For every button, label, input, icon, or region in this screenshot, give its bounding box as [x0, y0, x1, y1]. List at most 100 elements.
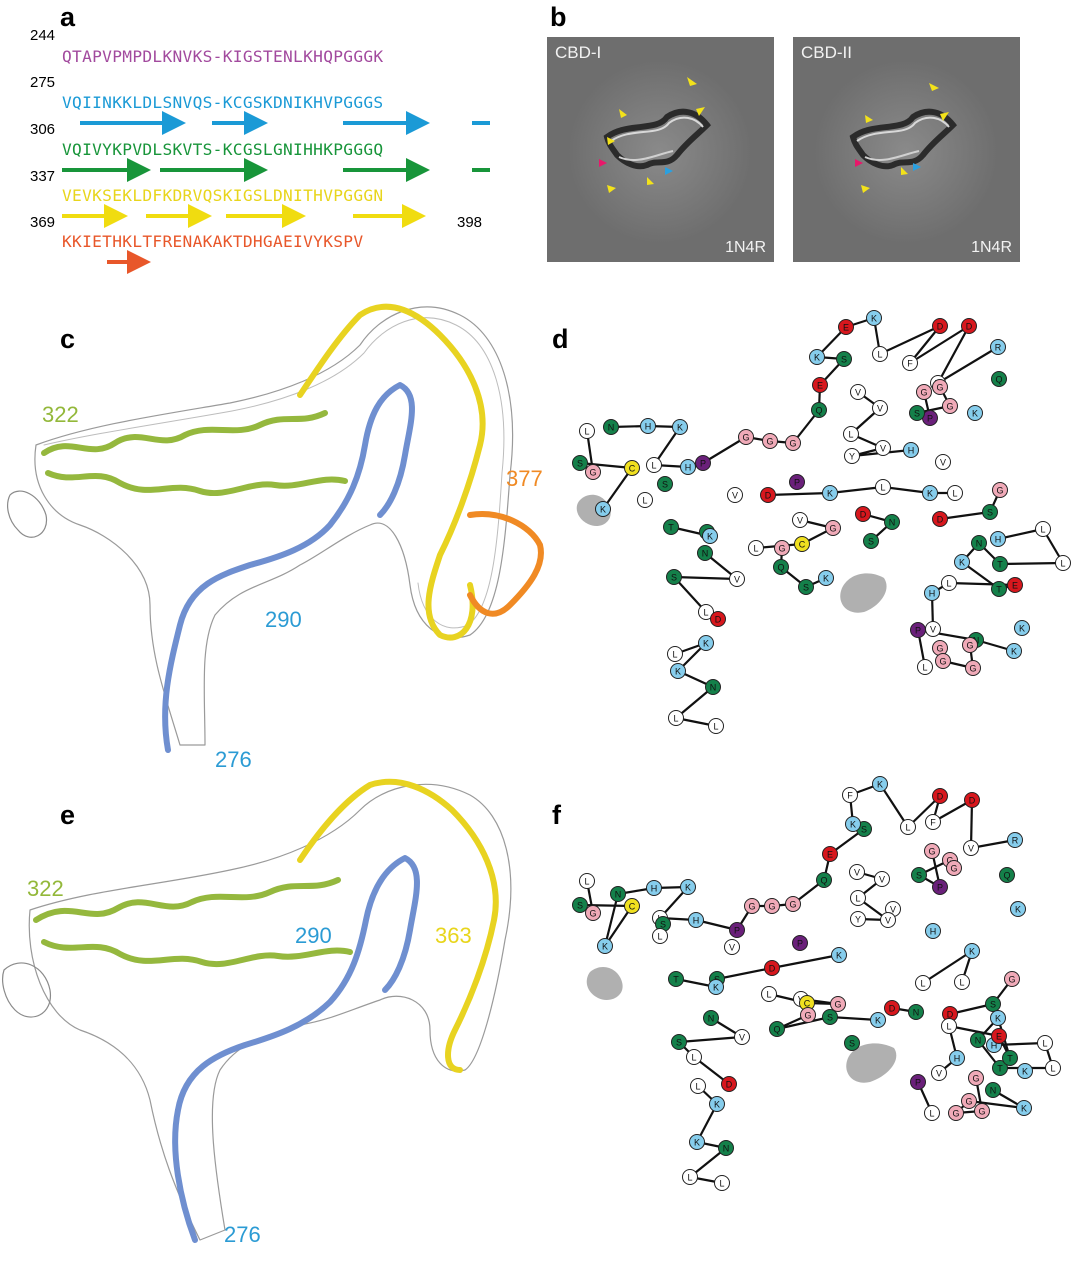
residue-node: H: [688, 912, 704, 928]
residue-letter: T: [997, 1064, 1003, 1074]
residue-bond: [702, 436, 747, 464]
residue-node: D: [760, 487, 776, 503]
residue-node: L: [1055, 555, 1071, 571]
residue-letter: K: [675, 667, 681, 677]
residue-bond: [678, 1035, 743, 1044]
residue-node: S: [798, 579, 814, 595]
residue-node: K: [1010, 901, 1026, 917]
residue-letter: L: [952, 489, 957, 499]
residue-letter: P: [700, 459, 706, 469]
residue-letter: V: [877, 404, 883, 414]
residue-letter: H: [645, 422, 652, 432]
residue-node: H: [903, 442, 919, 458]
residue-node: D: [961, 318, 977, 334]
residue-node: N: [603, 419, 619, 435]
residue-letter: Q: [777, 563, 784, 573]
residue-letter: K: [707, 532, 713, 542]
residue-letter: K: [685, 883, 691, 893]
residue-letter: F: [847, 791, 853, 801]
residue-node: L: [915, 975, 931, 991]
residue-label-377: 377: [506, 466, 543, 491]
residue-letter: P: [937, 883, 943, 893]
residue-node: D: [855, 506, 871, 522]
residue-letter: S: [577, 459, 583, 469]
residue-label-290: 290: [295, 923, 332, 948]
residue-node: L: [917, 659, 933, 675]
residue-letter: E: [817, 381, 823, 391]
residue-letter: H: [685, 463, 692, 473]
residue-letter: S: [914, 409, 920, 419]
residue-node: G: [916, 384, 932, 400]
residue-letter: H: [991, 1041, 998, 1051]
residue-letter: L: [642, 496, 647, 506]
residue-letter: K: [969, 947, 975, 957]
residue-node: V: [872, 400, 888, 416]
residue-node: R: [990, 339, 1006, 355]
residue-letter: G: [766, 437, 773, 447]
residue-node: N: [697, 545, 713, 561]
residue-node: L: [698, 604, 714, 620]
residue-letter: D: [860, 510, 867, 520]
residue-letter: G: [966, 641, 973, 651]
residue-node: G: [585, 464, 601, 480]
residue-letter: S: [676, 1038, 682, 1048]
residue-letter: Q: [773, 1025, 780, 1035]
residue-node: K: [822, 485, 838, 501]
residue-node: K: [698, 635, 714, 651]
residue-letter: V: [936, 1069, 942, 1079]
residue-letter: V: [732, 491, 738, 501]
residue-bond: [829, 1015, 879, 1022]
residue-letter: L: [855, 894, 860, 904]
residue-letter: N: [975, 1036, 982, 1046]
residue-node: V: [727, 487, 743, 503]
residue-node: Q: [816, 872, 832, 888]
residue-letter: G: [936, 644, 943, 654]
residue-letter: L: [703, 608, 708, 618]
residue-node: S: [822, 1009, 838, 1025]
micrograph-cbd-ii: CBD-II 1N4R: [793, 37, 1020, 262]
residue-node: P: [729, 922, 745, 938]
residue-letter: T: [997, 560, 1003, 570]
residue-letter: L: [1050, 1064, 1055, 1074]
residue-node: C: [624, 460, 640, 476]
residue-letter: K: [677, 423, 683, 433]
residue-letter: C: [629, 464, 636, 474]
residue-node: E: [812, 377, 828, 393]
residue-letter: G: [804, 1011, 811, 1021]
residue-letter: G: [829, 524, 836, 534]
residue-letter: L: [657, 932, 662, 942]
residue-letter: F: [930, 818, 936, 828]
residue-letter: L: [959, 978, 964, 988]
residue-letter: S: [660, 920, 666, 930]
residue-letter: E: [996, 1032, 1002, 1042]
density-projection: [814, 60, 998, 244]
residue-letter: L: [695, 1082, 700, 1092]
residue-node: K: [708, 979, 724, 995]
residue-letter: C: [804, 999, 811, 1009]
residue-letter: V: [879, 875, 885, 885]
residue-letter: G: [939, 657, 946, 667]
residue-letter: N: [710, 683, 717, 693]
residue-node: C: [624, 898, 640, 914]
sequence-row-number: 337: [30, 168, 56, 185]
residue-node: Q: [811, 402, 827, 418]
schematic-blob: [840, 573, 887, 613]
residue-letter: G: [972, 1074, 979, 1084]
residue-letter: L: [1040, 525, 1045, 535]
sequence-row: VQIINKKLDLSNVQS-KCGSKDNIKHVPGGGS: [62, 93, 384, 112]
residue-node: G: [968, 1070, 984, 1086]
residue-node: G: [961, 1093, 977, 1109]
residue-letter: L: [929, 1109, 934, 1119]
residue-letter: N: [889, 518, 896, 528]
sequence-row-number: 306: [30, 121, 56, 138]
residue-letter: L: [651, 461, 656, 471]
residue-letter: K: [877, 780, 883, 790]
residue-node: K: [870, 1012, 886, 1028]
residue-letter: P: [794, 478, 800, 488]
residue-node: H: [949, 1050, 965, 1066]
residue-letter: G: [789, 900, 796, 910]
residue-node: L: [924, 1105, 940, 1121]
residue-bond: [829, 485, 884, 495]
residue-node: F: [902, 355, 918, 371]
residue-letter: G: [589, 909, 596, 919]
